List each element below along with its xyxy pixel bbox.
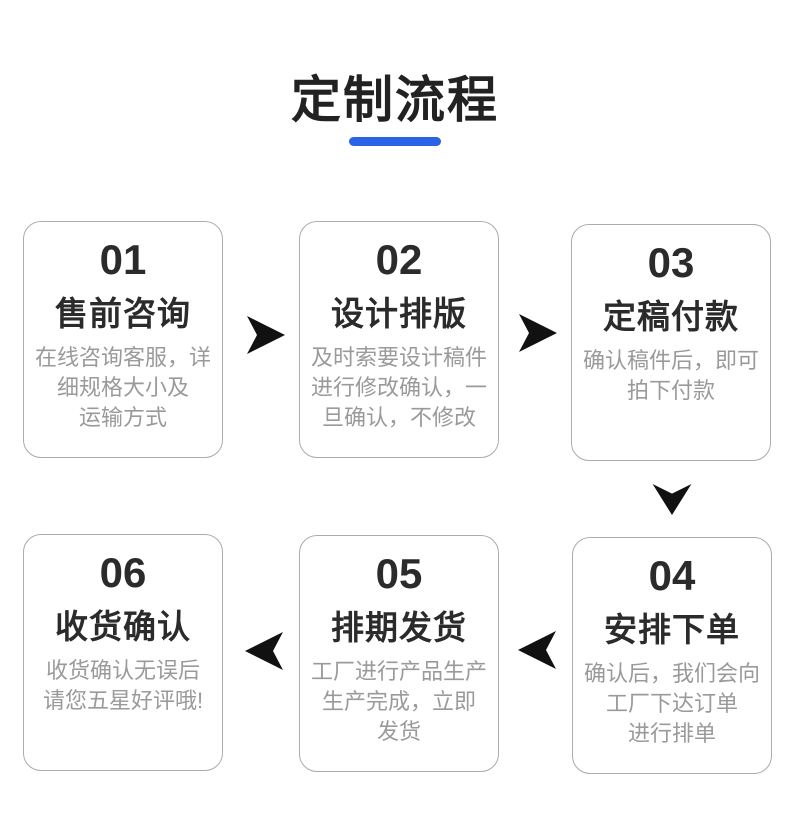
- step-description: 确认稿件后，即可 拍下付款: [582, 348, 759, 403]
- step-title: 排期发货: [331, 609, 467, 646]
- step-title: 定稿付款: [603, 298, 739, 335]
- step-description: 及时索要设计稿件 进行修改确认，一 旦确认，不修改: [310, 345, 487, 430]
- step-description: 在线咨询客服，详 细规格大小及 运输方式: [34, 345, 211, 430]
- arrow-down-icon: [652, 483, 692, 516]
- step-description: 收货确认无误后 请您五星好评哦!: [42, 658, 204, 713]
- page-title: 定制流程: [291, 72, 499, 128]
- step-card-1: 01 售前咨询 在线咨询客服，详 细规格大小及 运输方式: [23, 221, 223, 458]
- arrow-left-icon: [245, 632, 283, 670]
- title-underline: [349, 137, 441, 146]
- step-card-3: 03 定稿付款 确认稿件后，即可 拍下付款: [571, 224, 771, 461]
- step-number: 05: [375, 550, 423, 597]
- arrow-right-icon: [519, 314, 557, 352]
- step-number: 03: [647, 239, 695, 286]
- step-title: 设计排版: [331, 295, 467, 332]
- step-card-6: 06 收货确认 收货确认无误后 请您五星好评哦!: [23, 534, 223, 771]
- step-number: 04: [648, 552, 696, 599]
- step-title: 售前咨询: [55, 295, 191, 332]
- step-card-5: 05 排期发货 工厂进行产品生产 生产完成，立即 发货: [299, 535, 499, 772]
- arrow-right-icon: [247, 316, 285, 354]
- step-number: 01: [99, 236, 147, 283]
- step-title: 收货确认: [55, 608, 191, 645]
- arrow-left-icon: [518, 631, 556, 669]
- step-description: 工厂进行产品生产 生产完成，立即 发货: [310, 659, 487, 744]
- step-description: 确认后，我们会向 工厂下达订单 进行排单: [583, 661, 760, 746]
- step-number: 06: [99, 549, 147, 596]
- step-card-2: 02 设计排版 及时索要设计稿件 进行修改确认，一 旦确认，不修改: [299, 221, 499, 458]
- step-number: 02: [375, 236, 423, 283]
- step-card-4: 04 安排下单 确认后，我们会向 工厂下达订单 进行排单: [572, 537, 772, 774]
- step-title: 安排下单: [604, 611, 740, 648]
